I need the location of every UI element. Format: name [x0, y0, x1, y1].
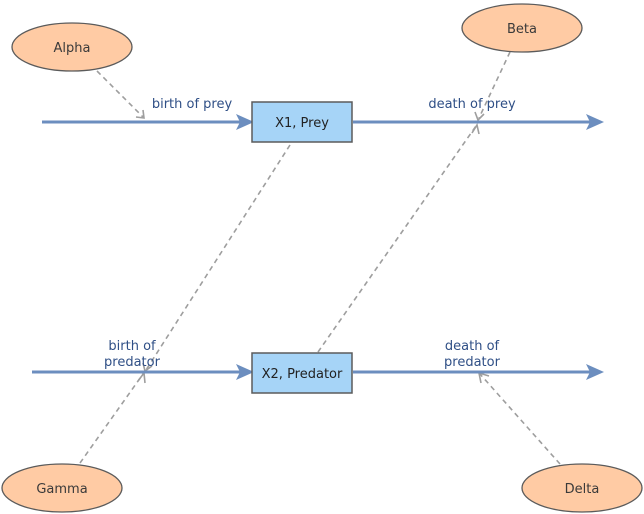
label-birth-of-predator-line2: predator [104, 355, 161, 370]
link-predator-to-death-of-prey [317, 122, 480, 353]
label-birth-of-predator-line1: birth of [108, 339, 156, 354]
link-gamma-to-birth-of-predator [79, 370, 146, 464]
flow-birth-of-predator [32, 364, 254, 380]
flow-death-of-prey [353, 114, 604, 130]
label-death-of-predator-line1: death of [445, 339, 500, 354]
auxiliary-delta-label: Delta [565, 482, 600, 497]
stock-prey[interactable]: X1, Prey [251, 101, 353, 143]
auxiliary-alpha[interactable]: Alpha [11, 22, 133, 72]
auxiliary-alpha-label: Alpha [54, 41, 91, 56]
flow-birth-of-prey [42, 114, 254, 130]
stock-prey-label: X1, Prey [275, 116, 329, 131]
stock-predator-label: X2, Predator [262, 367, 343, 382]
auxiliary-beta[interactable]: Beta [461, 3, 583, 53]
flow-death-of-predator [353, 364, 604, 380]
link-alpha-to-birth-of-prey [96, 70, 145, 119]
link-prey-to-birth-of-predator [142, 144, 291, 373]
auxiliary-delta[interactable]: Delta [521, 463, 643, 513]
link-beta-to-death-of-prey [474, 51, 511, 122]
stock-predator[interactable]: X2, Predator [251, 352, 353, 394]
label-death-of-predator-line2: predator [444, 355, 501, 370]
label-death-of-prey: death of prey [428, 97, 516, 112]
auxiliary-gamma[interactable]: Gamma [1, 463, 123, 513]
link-delta-to-death-of-predator [477, 371, 561, 465]
auxiliary-gamma-label: Gamma [36, 482, 87, 497]
label-birth-of-prey: birth of prey [152, 97, 233, 112]
auxiliary-beta-label: Beta [507, 22, 537, 37]
